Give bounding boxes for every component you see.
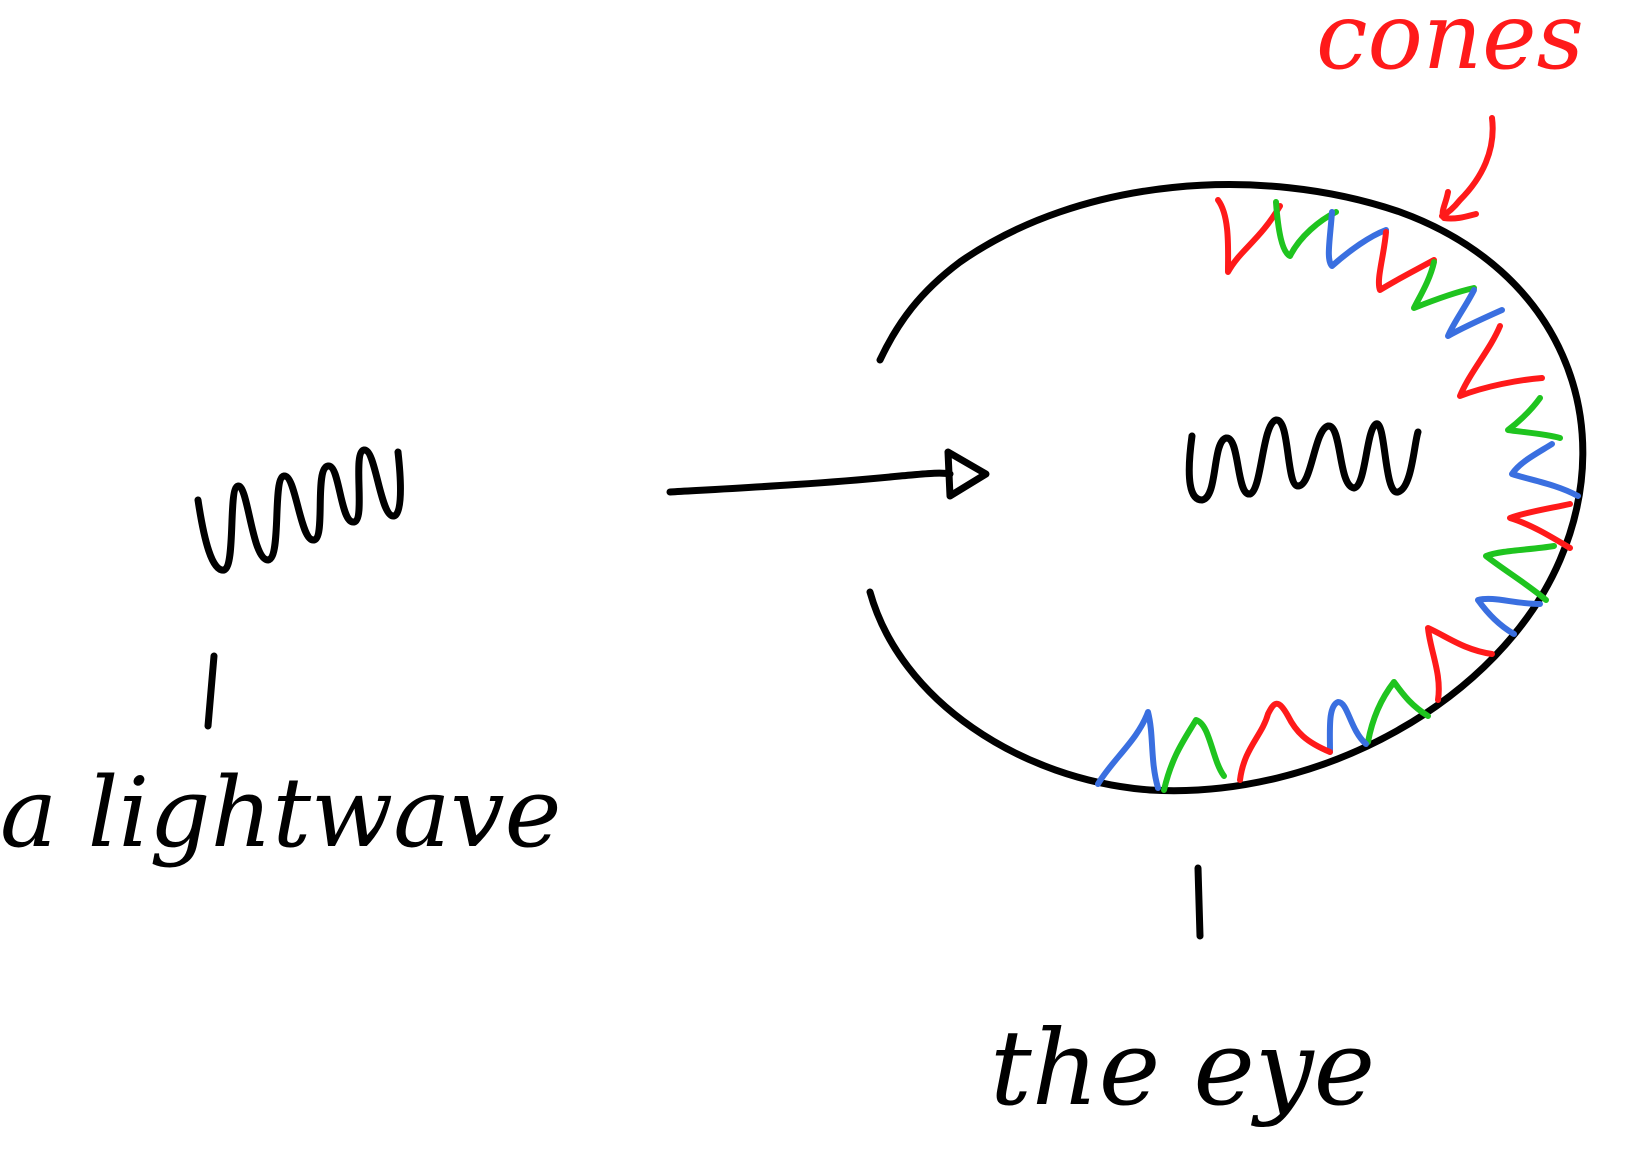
cone-red (1425, 625, 1495, 703)
cones-label: cones (1316, 0, 1584, 90)
cone-blue (1326, 699, 1369, 755)
eye-outline (866, 181, 1587, 795)
eye-inner-squiggle (1185, 416, 1422, 504)
cone-red (1237, 700, 1333, 783)
lightwave-label: a lightwave (0, 757, 561, 869)
cone-green (1411, 259, 1477, 311)
cone-blue (1509, 441, 1581, 499)
cone-green (1505, 395, 1563, 441)
lightwave-squiggle (194, 446, 404, 574)
cones-group (1095, 197, 1581, 793)
cone-red (1215, 197, 1283, 275)
cone-green (1483, 543, 1557, 603)
eye-leader-line (1194, 864, 1204, 940)
arrow-shaft (666, 469, 954, 496)
cone-green (1365, 679, 1431, 745)
cone-red (1375, 229, 1437, 293)
cones-pointer-line (1439, 115, 1496, 219)
cone-red (1457, 323, 1545, 399)
lightwave-leader-line (204, 652, 218, 730)
arrow-head (944, 448, 990, 500)
cone-blue (1325, 209, 1389, 269)
eye-label: the eye (990, 1007, 1375, 1129)
cone-blue (1475, 595, 1543, 637)
cone-green (1161, 717, 1227, 793)
cones-pointer-head (1439, 189, 1479, 222)
cone-blue (1095, 709, 1161, 791)
cone-green (1273, 199, 1339, 259)
cone-blue (1445, 287, 1505, 339)
cone-red (1507, 501, 1573, 551)
